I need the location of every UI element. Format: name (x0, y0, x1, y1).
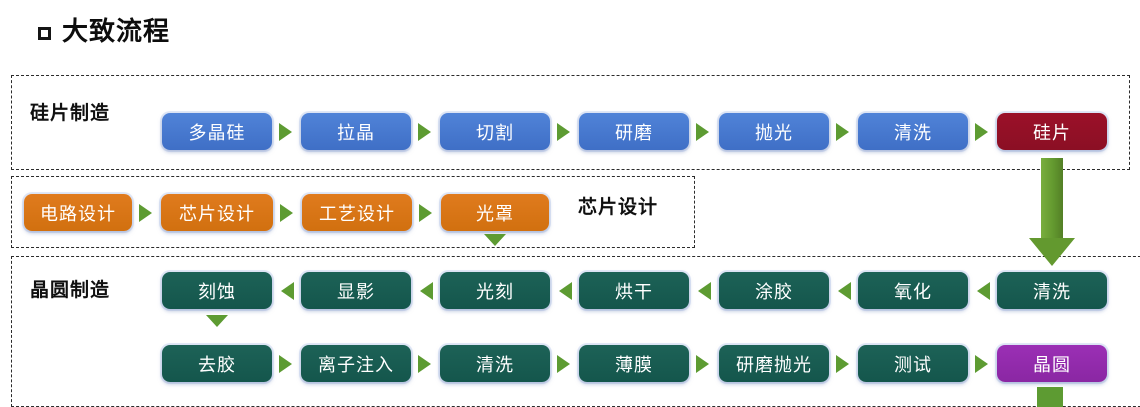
arrow-right-icon (975, 355, 988, 373)
arrow-right-icon (836, 355, 849, 373)
node-crystal-pulling[interactable]: 拉晶 (301, 113, 411, 150)
arrow-left-icon (977, 282, 990, 300)
node-baking[interactable]: 烘干 (579, 272, 689, 309)
node-cmp[interactable]: 研磨抛光 (719, 345, 829, 382)
node-lithography[interactable]: 光刻 (440, 272, 550, 309)
node-silicon-wafer[interactable]: 硅片 (997, 113, 1107, 150)
node-thin-film[interactable]: 薄膜 (579, 345, 689, 382)
node-resist-strip[interactable]: 去胶 (162, 345, 272, 382)
node-polysilicon[interactable]: 多晶硅 (162, 113, 272, 150)
node-process-design[interactable]: 工艺设计 (302, 194, 412, 231)
arrow-left-icon (838, 282, 851, 300)
big-arrow-shaft (1041, 158, 1063, 238)
node-ion-implantation[interactable]: 离子注入 (301, 345, 411, 382)
node-cleaning[interactable]: 清洗 (858, 113, 968, 150)
arrow-right-icon (139, 204, 152, 222)
node-testing[interactable]: 测试 (858, 345, 968, 382)
panel-wafer-manufacturing (11, 75, 1130, 170)
arrow-right-icon (419, 204, 432, 222)
arrow-left-icon (281, 282, 294, 300)
arrow-right-icon (696, 123, 709, 141)
page-title-text: 大致流程 (62, 16, 171, 46)
node-cleaning-upper[interactable]: 清洗 (997, 272, 1107, 309)
arrow-right-icon (696, 355, 709, 373)
top-rule (0, 0, 1140, 3)
arrow-left-icon (420, 282, 433, 300)
node-chip-design[interactable]: 芯片设计 (161, 194, 273, 231)
panel-label-fab-manufacturing: 晶圆制造 (30, 280, 111, 301)
node-polishing[interactable]: 抛光 (719, 113, 829, 150)
arrow-down-icon (484, 234, 506, 246)
arrow-right-icon (836, 123, 849, 141)
arrow-left-icon (559, 282, 572, 300)
green-stub-connector (1037, 387, 1063, 407)
arrow-down-icon (206, 315, 228, 327)
node-slicing[interactable]: 切割 (440, 113, 550, 150)
panel-chip-design (11, 176, 695, 248)
node-cleaning-lower[interactable]: 清洗 (440, 345, 550, 382)
arrow-left-icon (698, 282, 711, 300)
arrow-right-icon (557, 123, 570, 141)
node-photomask[interactable]: 光罩 (441, 194, 549, 231)
node-wafer[interactable]: 晶圆 (997, 345, 1107, 382)
page-title: 大致流程 (38, 18, 170, 44)
node-grinding[interactable]: 研磨 (579, 113, 689, 150)
big-arrow-down-icon (1029, 158, 1075, 266)
node-oxidation[interactable]: 氧化 (858, 272, 968, 309)
big-arrow-head (1029, 238, 1075, 266)
node-etching[interactable]: 刻蚀 (162, 272, 272, 309)
arrow-right-icon (280, 204, 293, 222)
arrow-right-icon (279, 123, 292, 141)
arrow-right-icon (418, 123, 431, 141)
arrow-right-icon (557, 355, 570, 373)
panel-label-chip-design: 芯片设计 (578, 197, 659, 218)
panel-label-wafer-manufacturing: 硅片制造 (30, 103, 111, 124)
node-circuit-design[interactable]: 电路设计 (24, 194, 132, 231)
node-coating[interactable]: 涂胶 (719, 272, 829, 309)
arrow-right-icon (418, 355, 431, 373)
node-developing[interactable]: 显影 (301, 272, 411, 309)
arrow-right-icon (279, 355, 292, 373)
arrow-right-icon (975, 123, 988, 141)
square-bullet-icon (38, 26, 51, 40)
